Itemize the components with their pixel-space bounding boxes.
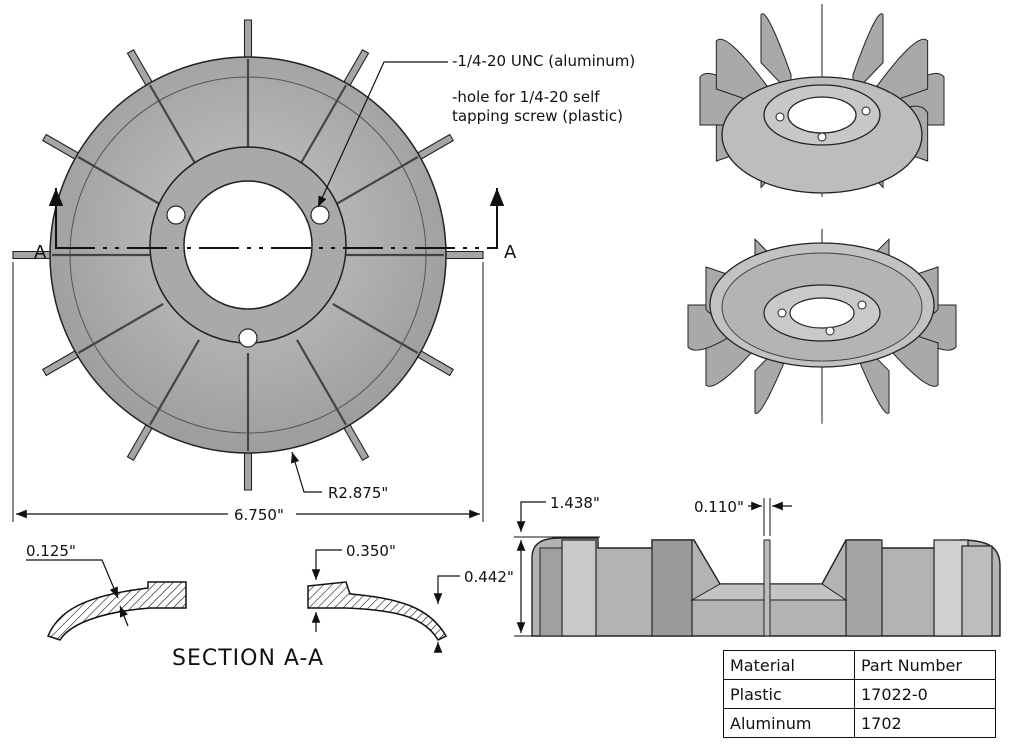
wall-leader [26,559,119,599]
table-cell: 17022-0 [854,679,996,709]
thread-callout: -1/4-20 UNC (aluminum) [452,52,635,70]
thread-leader [317,61,448,208]
table-header-cell: Material [723,650,855,680]
section-title: SECTION A-A [172,646,324,671]
blade-rib [332,156,419,207]
front-view: A A -1/4-20 UNC (aluminum) -hole for 1/4… [12,19,635,524]
section-view: 0.125" 0.350" 0.442" SECTION A-A [26,542,514,671]
iso-blade [760,13,792,96]
section-mark-right: A [504,242,517,263]
blade-rib [296,339,347,426]
table-row: Aluminum 1702 [723,708,996,738]
radius-leader [290,451,322,493]
hole-callout-line2: tapping screw (plastic) [452,107,623,125]
diameter-callout: 6.750" [234,506,284,524]
section-mark-left: A [34,242,47,263]
hole-callout-line1: -hole for 1/4-20 self [452,88,600,106]
section-right-profile [307,581,448,641]
screw-hole-left [166,205,186,225]
iso-blade [715,38,769,108]
iso-blade [875,38,929,108]
height-leader [516,501,546,532]
hub-thick-leader [311,549,342,580]
side-view: 1.438" 0.110" [514,494,1001,637]
blade-rib [332,303,419,354]
radius-callout: R2.875" [328,484,388,502]
screw-hole-bottom [238,328,258,348]
screw-hole-right [310,205,330,225]
table-cell: Aluminum [723,708,855,738]
blade-rib [77,156,164,207]
rim-height-callout: 0.442" [464,568,514,586]
height-callout: 1.438" [550,494,600,512]
table-cell: 1702 [854,708,996,738]
blade-thick-callout: 0.110" [694,498,744,516]
iso-view-top [699,3,945,197]
center-blade [763,539,771,637]
table-cell: Plastic [723,679,855,709]
wall-callout: 0.125" [26,542,76,560]
table-row: Plastic 17022-0 [723,679,996,709]
iso-view-bottom [687,229,957,424]
blade-rib [77,303,164,354]
blade-rib [149,84,200,171]
table-header-row: Material Part Number [723,650,996,680]
hub-thick-callout: 0.350" [346,542,396,560]
iso-blade [852,13,884,96]
section-left-profile [46,581,187,641]
blade-ribs [52,59,444,451]
blade-rib [296,84,347,171]
blade-rib [149,339,200,426]
rim-height-leader [433,575,460,604]
table-header-cell: Part Number [854,650,996,680]
parts-table: Material Part Number Plastic 17022-0 Alu… [723,650,996,738]
bore [183,180,313,310]
